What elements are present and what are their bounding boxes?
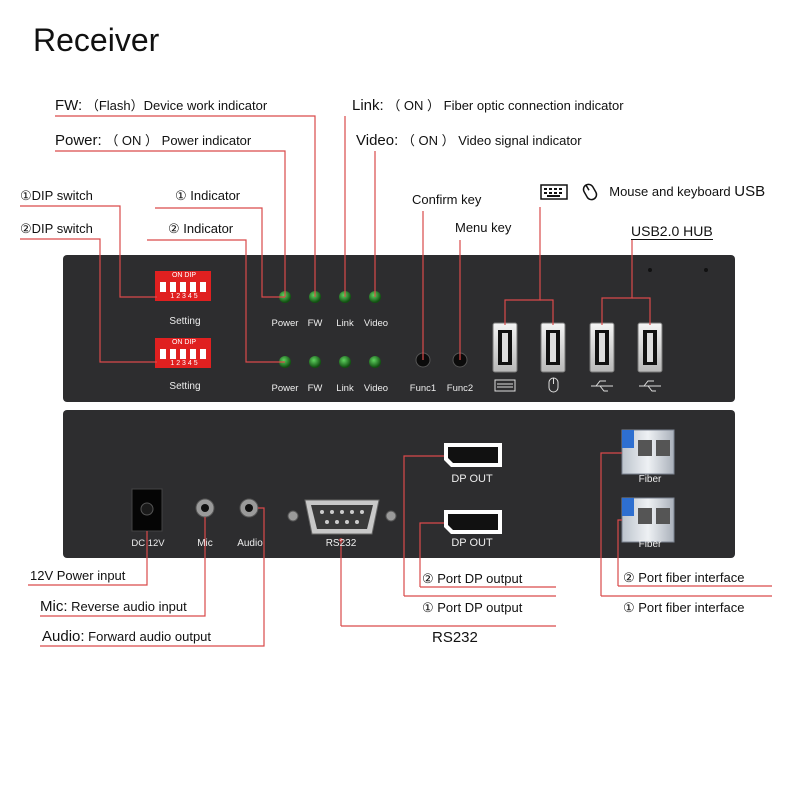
dip1-callout: ①DIP switch: [20, 188, 93, 203]
mouse-keyboard-text: Mouse and keyboard: [609, 184, 731, 199]
menu-key-callout: Menu key: [455, 220, 512, 235]
link-led-label-2: Link: [336, 383, 354, 394]
dip1-numbers: 1 2 3 4 5: [170, 293, 198, 300]
mic-jack[interactable]: [195, 498, 215, 518]
video-callout: Video: （ ON ） Video signal indicator: [356, 133, 582, 149]
fw-led-label-1: FW: [307, 318, 323, 329]
usb-port-mouse[interactable]: [540, 322, 566, 373]
usb-hub-callout: USB2.0 HUB: [631, 223, 713, 240]
video-led-label-2: Video: [363, 383, 389, 394]
usb-port-hub-2[interactable]: [637, 322, 663, 373]
link-callout: Link: （ ON ） Fiber optic connection indi…: [352, 98, 624, 114]
setting-label-2: Setting: [169, 381, 201, 392]
rs232-panel-label: RS232: [325, 538, 357, 549]
mic-key: Mic:: [40, 598, 68, 615]
fw-led-2: [309, 356, 321, 368]
setting-label-1: Setting: [169, 316, 201, 327]
dip-switch-2[interactable]: [155, 338, 211, 368]
page-title: Receiver: [33, 22, 160, 58]
power-callout: Power: （ ON ） Power indicator: [55, 133, 251, 149]
fiber-panel-label-2: Fiber: [638, 539, 662, 550]
usb-symbol-icon: [639, 380, 661, 392]
mouse-keyboard-callout: Mouse and keyboard USB: [540, 182, 765, 206]
dp-out-label-1: DP OUT: [451, 473, 493, 485]
indicator2-callout: ② Indicator: [168, 221, 234, 236]
audio-key: Audio:: [42, 628, 85, 645]
rs232-callout: RS232: [432, 629, 478, 646]
mic-callout: Mic: Reverse audio input: [40, 599, 187, 615]
rear-panel: [63, 410, 735, 558]
usb-symbol-icon: [591, 380, 613, 392]
mouse-icon: [548, 377, 559, 393]
rs232-port[interactable]: [287, 499, 397, 535]
screw-hole: [704, 268, 708, 272]
video-text: （ ON ） Video signal indicator: [401, 133, 582, 148]
dip2-callout: ②DIP switch: [20, 221, 93, 236]
fw-text: （Flash）Device work indicator: [85, 98, 268, 113]
screw-hole: [648, 268, 652, 272]
fw-callout: FW: （Flash）Device work indicator: [55, 98, 267, 114]
link-key: Link:: [352, 97, 384, 114]
leader-dots: [339, 538, 343, 542]
power-key: Power:: [55, 132, 102, 149]
fiber-panel-label-1: Fiber: [638, 474, 662, 485]
dp1-callout: ① Port DP output: [422, 600, 523, 615]
fiber-port-1[interactable]: [621, 429, 675, 475]
fiber-port-2[interactable]: [621, 497, 675, 543]
fw-key: FW:: [55, 97, 83, 114]
power-led-label-2: Power: [271, 383, 299, 394]
dip2-numbers: 1 2 3 4 5: [170, 360, 198, 367]
video-led-label-1: Video: [363, 318, 389, 329]
dp-out-port-1[interactable]: [444, 443, 502, 467]
audio-jack[interactable]: [239, 498, 259, 518]
fiber1-callout: ① Port fiber interface: [623, 600, 745, 615]
front-panel: [63, 255, 735, 402]
video-key: Video:: [356, 132, 399, 149]
power-text: （ ON ） Power indicator: [105, 133, 252, 148]
usb-port-keyboard[interactable]: [492, 322, 518, 373]
dc-12v-label: DC 12V: [131, 538, 165, 549]
dp2-callout: ② Port DP output: [422, 571, 523, 586]
confirm-key-callout: Confirm key: [412, 192, 482, 207]
link-led-2: [339, 356, 351, 368]
power-input-callout: 12V Power input: [30, 568, 126, 583]
dip2-on-label: ON DIP: [171, 339, 197, 346]
audio-panel-label: Audio: [237, 538, 263, 549]
fw-led-label-2: FW: [307, 383, 323, 394]
usb-text: USB: [734, 183, 766, 200]
dp-out-label-2: DP OUT: [451, 537, 493, 549]
dip-switch-1[interactable]: [155, 271, 211, 301]
video-led-2: [369, 356, 381, 368]
fiber2-callout: ② Port fiber interface: [623, 570, 745, 585]
mouse-callout-icon: [580, 182, 600, 202]
dp-out-port-2[interactable]: [444, 510, 502, 534]
mic-panel-label: Mic: [197, 538, 213, 549]
leader-lines: [20, 115, 772, 647]
link-led-label-1: Link: [336, 318, 354, 329]
dip1-on-label: ON DIP: [171, 272, 197, 279]
audio-callout: Audio: Forward audio output: [42, 629, 211, 645]
mic-text: Reverse audio input: [71, 599, 187, 614]
keyboard-icon: [494, 379, 516, 392]
link-text: （ ON ） Fiber optic connection indicator: [387, 98, 624, 113]
func1-label: Func1: [409, 383, 437, 394]
indicator1-callout: ① Indicator: [175, 188, 241, 203]
usb-port-hub-1[interactable]: [589, 322, 615, 373]
func2-label: Func2: [446, 383, 474, 394]
keyboard-callout-icon: [540, 184, 568, 200]
audio-text: Forward audio output: [88, 629, 212, 644]
power-led-label-1: Power: [271, 318, 299, 329]
dc-power-jack[interactable]: [131, 488, 163, 532]
